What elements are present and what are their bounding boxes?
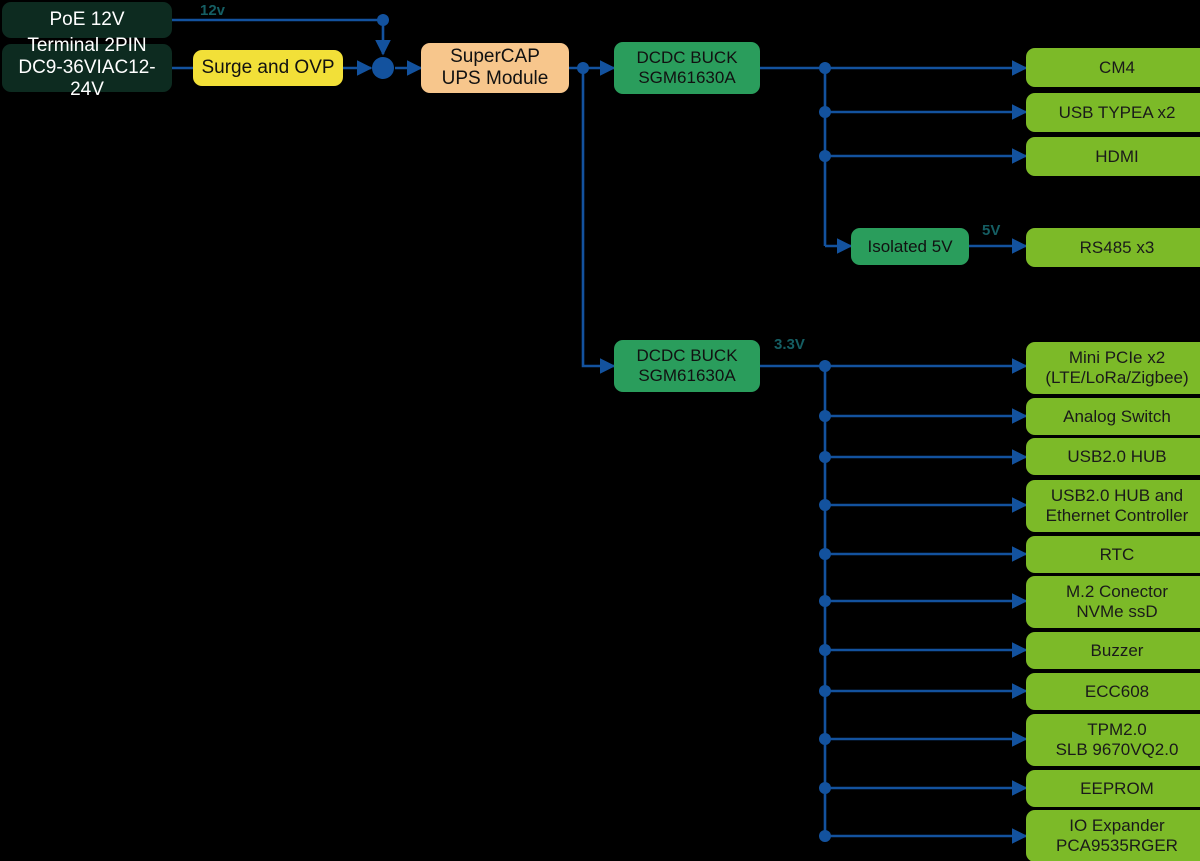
block-cm4: CM4 (1026, 48, 1200, 87)
junction-dot-33v-tpm (819, 733, 831, 745)
junction-dot-33v-ioexp (819, 830, 831, 842)
junction-dots (372, 14, 831, 842)
block-m2: M.2 Conector NVMe ssD (1026, 576, 1200, 628)
block-io-expander: IO Expander PCA9535RGER (1026, 810, 1200, 861)
block-supercap: SuperCAP UPS Module (421, 43, 569, 93)
block-usb-typea: USB TYPEA x2 (1026, 93, 1200, 132)
wire-label-lbl-12v: 12v (200, 2, 226, 19)
block-usb-hub: USB2.0 HUB (1026, 438, 1200, 475)
junction-dot-33v-usbeth (819, 499, 831, 511)
junction-dot-merge (372, 57, 394, 79)
junction-dot-33v-eeprom (819, 782, 831, 794)
block-poe: PoE 12V (2, 2, 172, 38)
block-mini-pcie: Mini PCIe x2 (LTE/LoRa/Zigbee) (1026, 342, 1200, 394)
block-buck2: DCDC BUCK SGM61630A (614, 340, 760, 392)
junction-dot-33v-rtc (819, 548, 831, 560)
block-usb-hub-eth: USB2.0 HUB and Ethernet Controller (1026, 480, 1200, 532)
wire-label-lbl-33v: 3.3V (774, 336, 805, 353)
block-buzzer: Buzzer (1026, 632, 1200, 669)
block-analog-switch: Analog Switch (1026, 398, 1200, 435)
block-hdmi: HDMI (1026, 137, 1200, 176)
junction-dot-12v-cm4 (819, 62, 831, 74)
junction-dot-12v-hdmi (819, 150, 831, 162)
block-ecc608: ECC608 (1026, 673, 1200, 710)
junction-dot-supercap-split (577, 62, 589, 74)
block-rtc: RTC (1026, 536, 1200, 573)
block-buck1: DCDC BUCK SGM61630A (614, 42, 760, 94)
junction-dot-33v-m2 (819, 595, 831, 607)
junction-dot-33v-ecc (819, 685, 831, 697)
junction-dot-12v-usb (819, 106, 831, 118)
wire-label-lbl-5v: 5V (982, 222, 1001, 239)
junction-dot-poe (377, 14, 389, 26)
block-iso5v: Isolated 5V (851, 228, 969, 265)
block-rs485: RS485 x3 (1026, 228, 1200, 267)
block-terminal: Terminal 2PIN DC9-36VIAC12-24V (2, 35, 172, 100)
junction-dot-33v-usbhub (819, 451, 831, 463)
wire-poe-to-merge (172, 18, 391, 56)
junction-dot-33v-buzzer (819, 644, 831, 656)
junction-dot-33v-pcie (819, 360, 831, 372)
block-surge: Surge and OVP (193, 50, 343, 86)
junction-dot-33v-analog (819, 410, 831, 422)
wire-supercap-trunk-down (581, 68, 616, 374)
block-eeprom: EEPROM (1026, 770, 1200, 807)
block-tpm: TPM2.0 SLB 9670VQ2.0 (1026, 714, 1200, 766)
